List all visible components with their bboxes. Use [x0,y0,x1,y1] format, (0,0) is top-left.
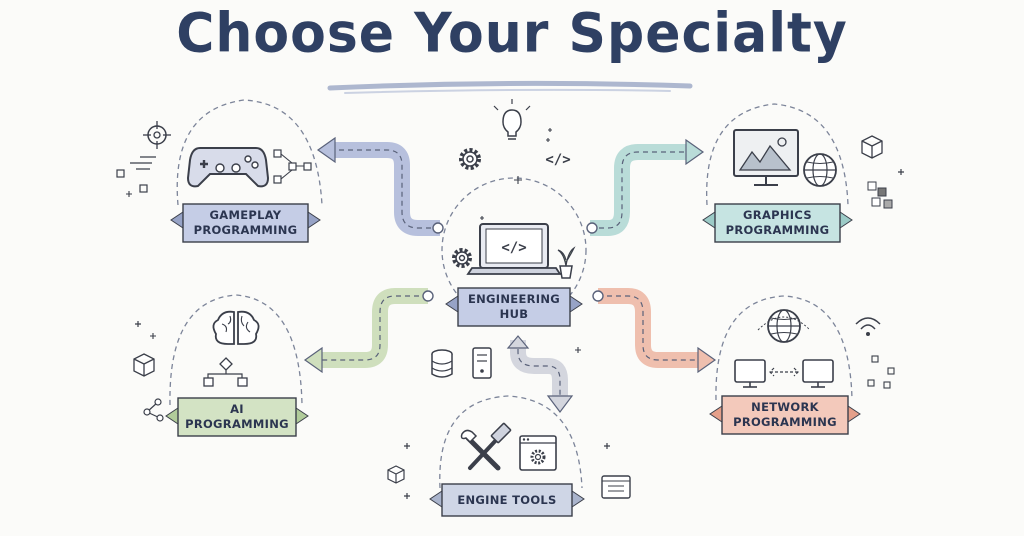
gameplay-programming-label[interactable]: GAMEPLAY PROGRAMMING [193,208,298,237]
road-to-tools [506,335,574,413]
hub-node: </> </> [431,99,587,379]
cube-icon [861,135,883,159]
graphics-node [702,103,904,243]
lightbulb-icon [493,99,531,140]
monitor-icon [734,359,766,388]
flowchart-icon [203,357,248,387]
engineering-hub-label[interactable]: ENGINEERING HUB [467,292,561,321]
network-node [709,295,895,435]
database-icon [431,349,453,378]
svg-text:</>: </> [501,240,526,256]
engine-tools-label[interactable]: ENGINE TOOLS [457,492,557,507]
globe-icon [803,153,837,187]
road-to-gameplay [316,136,444,236]
node-graph-icon [273,149,312,184]
brain-icon [212,310,260,345]
gamepad-icon [186,147,270,188]
ai-programming-label[interactable]: AI PROGRAMMING [185,402,289,431]
road-to-ai [303,288,434,374]
title-underline [327,80,693,91]
server-icon [472,347,492,379]
gear-icon [459,148,481,170]
cube-icon [133,353,155,377]
laptop-code-icon: </> [466,223,562,275]
ai-node [133,294,309,437]
sparkles [126,128,581,353]
network-programming-label[interactable]: NETWORK PROGRAMMING [733,400,837,429]
cube-icon [387,465,405,484]
hammer-wrench-icon [460,422,512,471]
settings-window-icon [519,435,557,471]
road-to-network [592,288,717,374]
road-to-graphics [586,138,705,236]
crosshair-icon [143,121,171,149]
monitor-icon [802,359,834,388]
gameplay-node [116,99,323,243]
title-underline-2 [344,88,671,94]
wifi-icon [855,317,881,336]
globe-icon [757,309,811,343]
graphics-programming-label[interactable]: GRAPHICS PROGRAMMING [725,208,830,237]
checklist-icon [601,475,631,499]
plant-icon [557,246,576,279]
page-title: Choose Your Specialty [176,2,848,66]
gear-icon [452,248,472,268]
tools-node [387,395,631,517]
monitor-landscape-icon [733,129,799,186]
code-brackets-icon: </> [545,152,570,168]
